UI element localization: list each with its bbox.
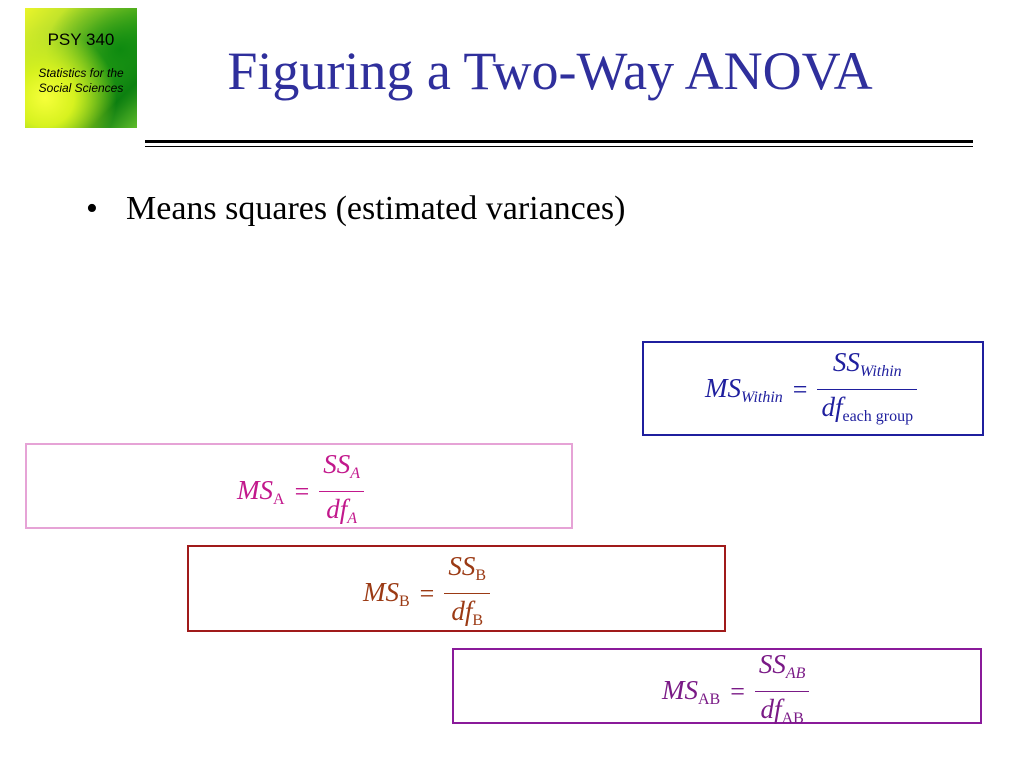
bullet-text: Means squares (estimated variances): [126, 190, 626, 227]
ms-a-lhs-sub: A: [273, 490, 285, 508]
formula-ms-a: MSA = SSA dfA: [237, 447, 365, 536]
title-divider-thin: [145, 146, 973, 147]
ms-b-lhs: MSB: [363, 576, 410, 610]
ms-within-lhs-sub: Within: [741, 388, 783, 406]
formula-box-ms-b: [187, 545, 726, 632]
ms-b-denominator: dfB: [451, 596, 484, 629]
ms-a-equals: =: [294, 476, 310, 506]
course-logo: PSY 340 Statistics for the Social Scienc…: [25, 8, 137, 128]
ms-ab-numerator: SSAB: [758, 649, 806, 682]
ms-ab-denominator: dfAB: [760, 694, 804, 727]
ms-within-fraction-bar: [817, 389, 918, 390]
ms-a-denominator: dfA: [326, 494, 358, 527]
bullet-glyph: •: [86, 190, 98, 227]
ms-b-equals: =: [419, 578, 435, 608]
ms-a-fraction: SSA dfA: [319, 447, 365, 536]
logo-subtitle: Statistics for the Social Sciences: [25, 66, 137, 96]
ms-within-numerator: SSWithin: [832, 347, 902, 380]
bullet-item: • Means squares (estimated variances): [86, 190, 625, 228]
logo-subtitle-line1: Statistics for the: [38, 66, 124, 80]
logo-subtitle-line2: Social Sciences: [38, 81, 124, 95]
ms-ab-fraction: SSAB dfAB: [754, 647, 810, 736]
ms-ab-fraction-bar: [754, 691, 810, 692]
ms-ab-lhs-sub: AB: [698, 690, 721, 708]
ms-b-numerator: SSB: [448, 551, 487, 584]
ms-a-lhs: MSA: [237, 474, 285, 508]
ms-ab-equals: =: [730, 676, 745, 706]
formula-ms-ab: MSAB = SSAB dfAB: [662, 647, 810, 736]
logo-course-code: PSY 340: [47, 30, 115, 49]
ms-within-lhs: MSWithin: [705, 372, 783, 406]
ms-b-lhs-sub: B: [399, 592, 410, 610]
ms-within-equals: =: [792, 374, 808, 404]
ms-within-denominator: dfeach group: [821, 392, 914, 425]
ms-b-fraction: SSB dfB: [444, 549, 491, 638]
slide-title: Figuring a Two-Way ANOVA: [227, 41, 873, 101]
formula-box-ms-a: [25, 443, 573, 529]
ms-a-fraction-bar: [319, 491, 365, 492]
formula-box-ms-ab: [452, 648, 982, 724]
formula-ms-within: MSWithin = SSWithin dfeach group: [705, 345, 918, 434]
ms-ab-lhs: MSAB: [662, 674, 721, 708]
title-divider-thick: [145, 140, 973, 143]
ms-a-numerator: SSA: [323, 449, 361, 482]
formula-box-ms-within: [642, 341, 984, 436]
formula-ms-b: MSB = SSB dfB: [363, 549, 491, 638]
ms-within-fraction: SSWithin dfeach group: [817, 345, 918, 434]
ms-b-fraction-bar: [444, 593, 491, 594]
